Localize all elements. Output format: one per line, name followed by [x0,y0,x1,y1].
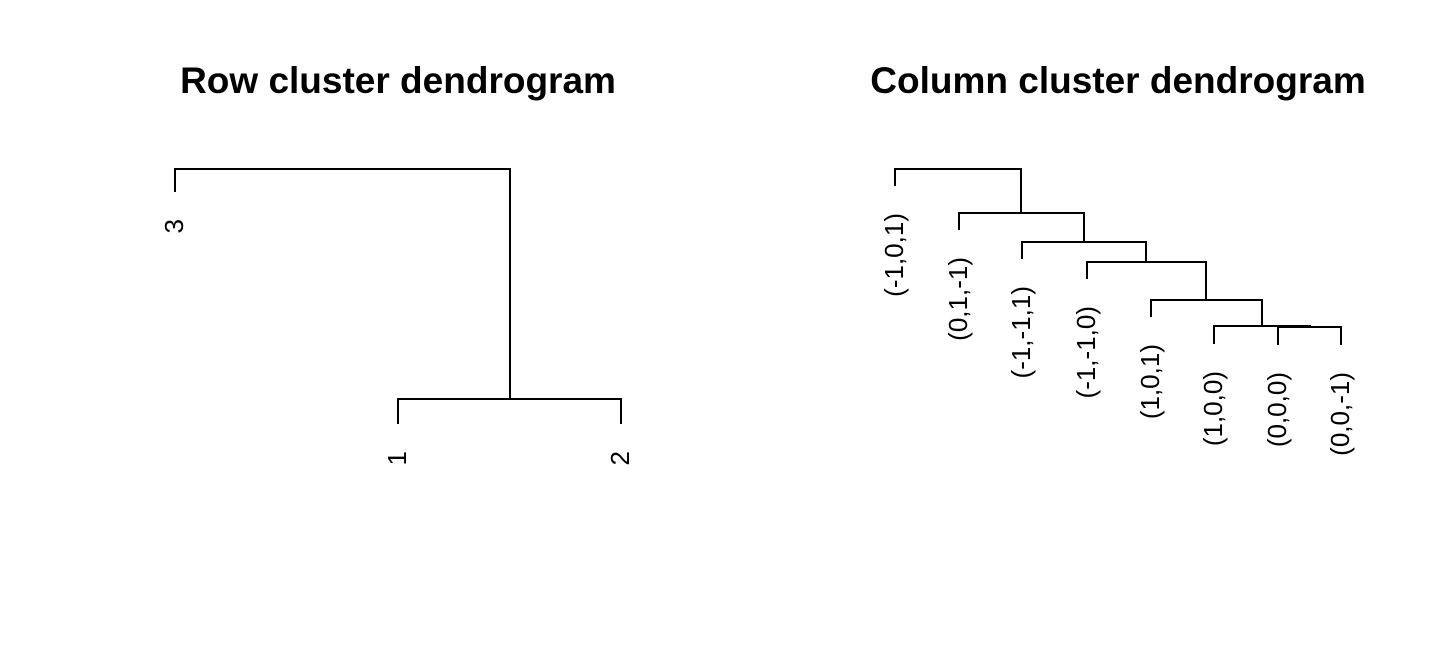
row-leaf-label: 2 [605,451,635,465]
row-dendrogram-branches [174,168,622,424]
column-merge-branch [1277,326,1342,345]
column-leaf-label: (0,1,-1) [943,257,973,341]
column-merge-branch [1150,299,1263,327]
row-leaf-label: 3 [159,219,189,233]
row-dendrogram-leaf-labels: 3 1 2 [159,219,635,465]
row-leaf-label: 1 [382,451,412,465]
column-dendrogram-leaf-labels: (-1,0,1) (0,1,-1) (-1,-1,1) (-1,-1,0) (1… [879,213,1355,456]
column-merge-branch [1086,261,1207,301]
column-merge-branch [958,212,1085,243]
column-leaf-label: (-1,-1,1) [1006,286,1036,378]
row-merge-top-branch [174,168,511,400]
column-dendrogram-branches [894,168,1342,345]
column-leaf-label: (0,0,-1) [1325,372,1355,456]
column-merge-branch [1213,325,1311,344]
column-dendrogram-panel: Column cluster dendrogram (-1,0,1) (0,1,… [870,60,1365,456]
column-dendrogram-title: Column cluster dendrogram [870,60,1365,101]
column-leaf-label: (-1,-1,0) [1071,306,1101,398]
row-dendrogram-panel: Row cluster dendrogram 3 1 2 [159,60,635,465]
column-leaf-label: (1,0,0) [1198,371,1228,446]
column-leaf-label: (0,0,0) [1262,372,1292,447]
column-leaf-label: (-1,0,1) [879,213,909,297]
row-merge-1-2-branch [397,398,622,424]
row-dendrogram-title: Row cluster dendrogram [180,60,616,101]
column-leaf-label: (1,0,1) [1135,344,1165,419]
column-merge-branch [1021,241,1147,263]
column-merge-branch [894,168,1022,214]
